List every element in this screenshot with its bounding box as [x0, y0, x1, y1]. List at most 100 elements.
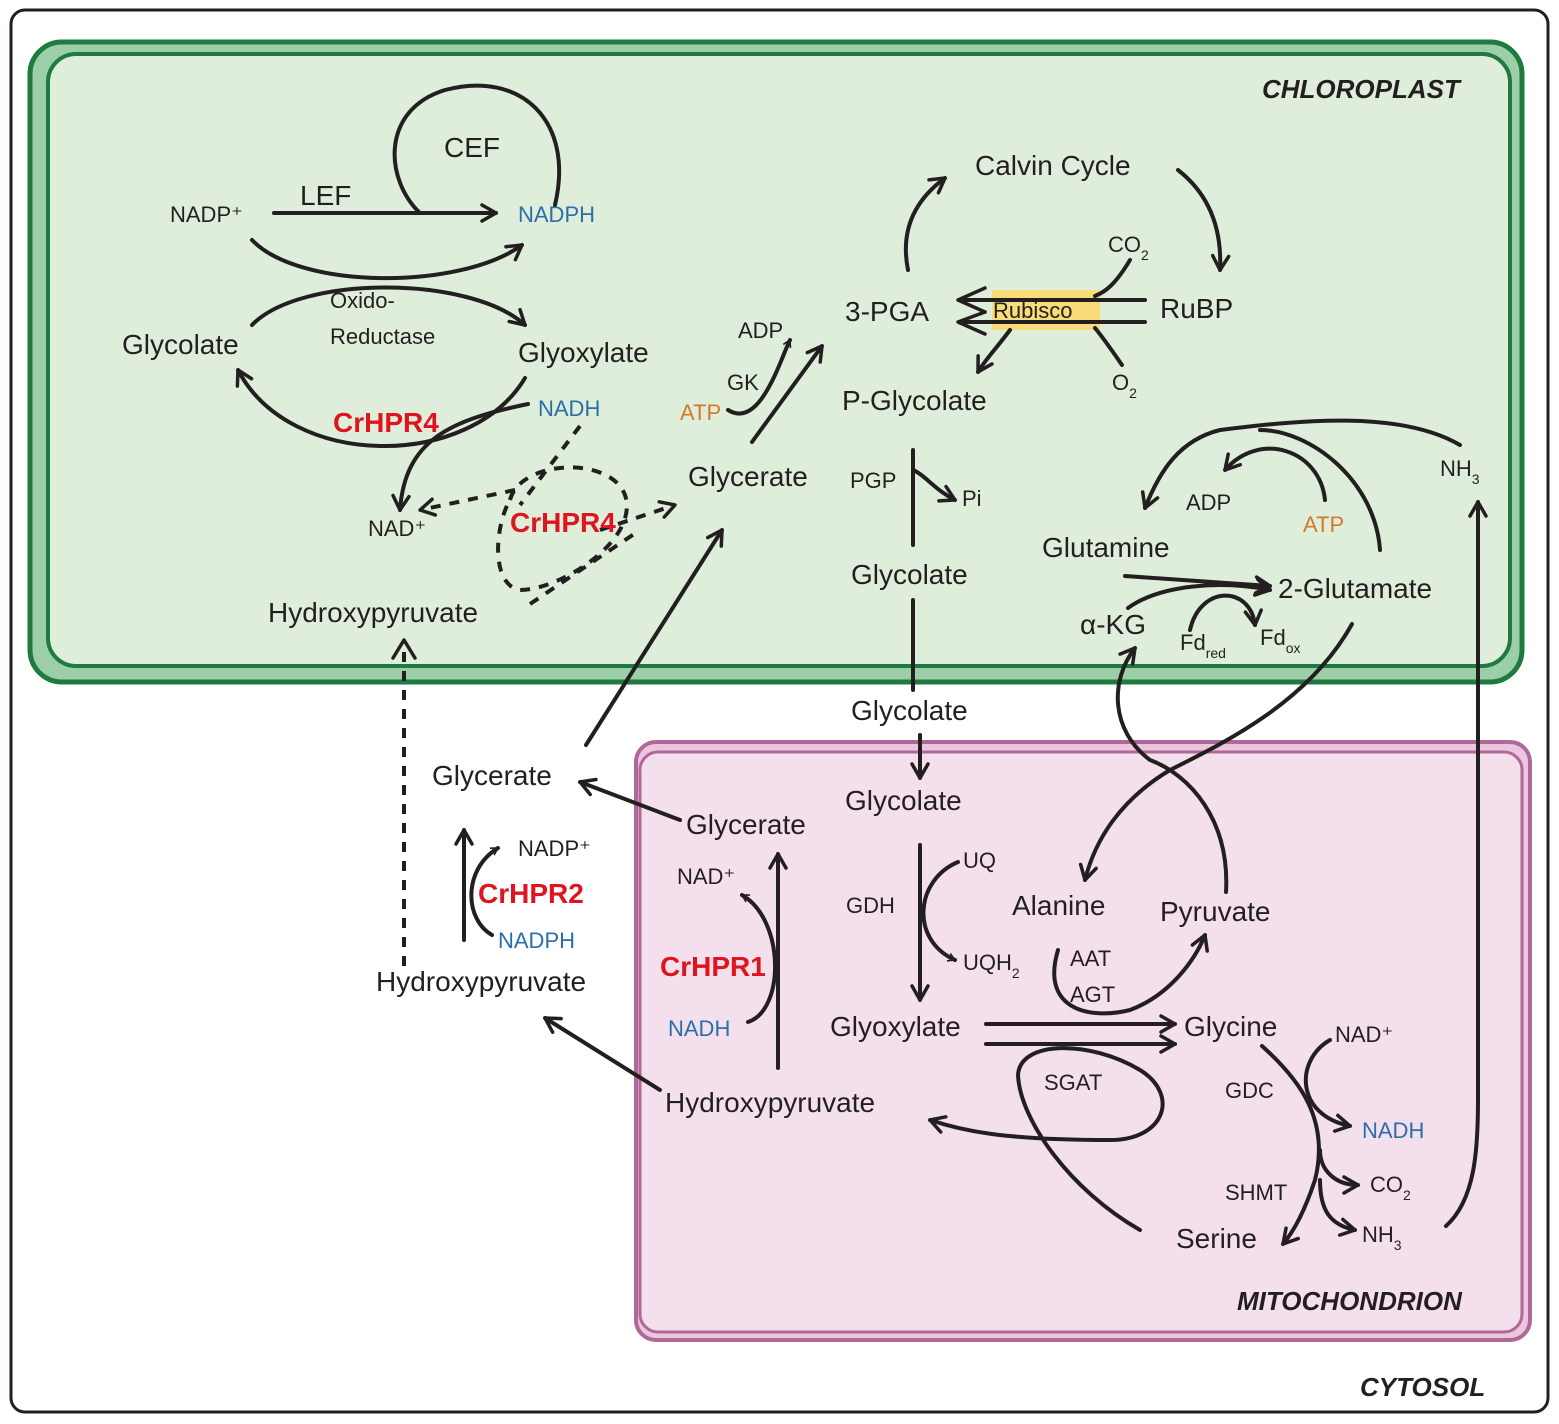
cytosol-label: CYTOSOL	[1360, 1372, 1485, 1402]
glycine-label: Glycine	[1184, 1011, 1277, 1042]
nh3-chloro: NH3	[1440, 456, 1480, 487]
crhpr4-dashed-loop	[496, 465, 629, 593]
chloroplast-label: CHLOROPLAST	[1262, 74, 1462, 104]
oxido-label-2: Reductase	[330, 324, 435, 349]
uqh2-label: UQH2	[963, 950, 1020, 981]
rubisco-to-pglycolate-arrow	[976, 328, 1012, 374]
hydroxypyruvate-export-arrow	[543, 1016, 662, 1092]
atp-chloro-2: ATP	[1303, 512, 1344, 537]
crhpr1-enzyme: CrHPR1	[660, 951, 766, 982]
nadh-dashed-line	[518, 424, 582, 507]
dashed-to-nad	[418, 488, 516, 517]
co2-chloro: CO2	[1108, 232, 1149, 263]
pga-label: 3-PGA	[845, 296, 929, 327]
adp-chloro: ADP	[738, 318, 783, 343]
pgp-to-pi-arc	[911, 468, 957, 503]
nadph-to-nadp-arc	[469, 846, 500, 937]
glycerate-chloro: Glycerate	[688, 461, 808, 492]
alanine-label: Alanine	[1012, 890, 1105, 921]
nh3-return-arrow	[1444, 500, 1488, 1228]
o2-arc	[1093, 326, 1124, 367]
to-nh3-arc	[1318, 1178, 1357, 1237]
sgat-loop	[928, 1046, 1165, 1232]
glycolate-to-glyoxylate-arc	[250, 285, 527, 327]
nad-chloro: NAD⁺	[368, 516, 426, 541]
alanine-to-pyruvate-arc	[1052, 933, 1209, 1016]
rubisco-label: Rubisco	[993, 298, 1072, 323]
nadp-to-nadph-arc	[250, 238, 524, 281]
lef-label: LEF	[300, 180, 351, 211]
akg-label: α-KG	[1080, 609, 1146, 640]
co2-arc	[1093, 258, 1132, 298]
calvin-to-rubp-arrow	[1176, 168, 1231, 272]
co2-mito: CO2	[1370, 1172, 1411, 1203]
glutamate-label: 2-Glutamate	[1278, 573, 1432, 604]
aat-label: AAT	[1070, 946, 1111, 971]
glycerate-import-arrow	[584, 528, 724, 747]
glycolate-chloro-2: Glycolate	[851, 559, 968, 590]
to-co2-arc	[1318, 1148, 1360, 1195]
crhpr4-enzyme-a: CrHPR4	[333, 407, 439, 438]
o2-chloro: O2	[1112, 370, 1137, 401]
hydroxypyruvate-dashed-line	[528, 528, 642, 606]
fd-red-label: Fdred	[1180, 630, 1226, 661]
glutamate-to-alanine-arc	[1078, 622, 1354, 882]
nadh-mito-2: NADH	[1362, 1118, 1424, 1143]
serine-label: Serine	[1176, 1223, 1257, 1254]
pga-to-calvin-arrow	[903, 176, 947, 272]
nadh-mito: NADH	[668, 1016, 730, 1041]
hydroxypyruvate-dashed-head	[391, 638, 417, 660]
atp-to-adp-arc-2	[1223, 446, 1327, 502]
nadph-cytosol: NADPH	[498, 928, 575, 953]
nad-mito-2: NAD⁺	[1335, 1022, 1393, 1047]
akg-to-glutamate-arc	[1126, 577, 1272, 610]
glycolate-mito: Glycolate	[845, 785, 962, 816]
rubp-to-pga-head-2	[956, 310, 987, 336]
nadh-chloro: NADH	[538, 396, 600, 421]
gk-label: GK	[727, 370, 759, 395]
pyruvate-to-akg-arc	[1115, 646, 1229, 894]
glycerate-cytosol: Glycerate	[432, 760, 552, 791]
glycolate-cytosol: Glycolate	[851, 695, 968, 726]
nad-mito: NAD⁺	[677, 864, 735, 889]
fd-red-to-ox-arc	[1188, 593, 1263, 632]
nadh-to-nad-arc	[391, 402, 530, 512]
glycerate-to-pga-arrow	[750, 344, 824, 444]
dashed-to-glycerate	[599, 500, 677, 532]
hydroxypyruvate-cytosol: Hydroxypyruvate	[376, 966, 586, 997]
calvin-cycle-label: Calvin Cycle	[975, 150, 1131, 181]
sgat-label: SGAT	[1044, 1070, 1102, 1095]
mitochondrion-label: MITOCHONDRION	[1237, 1286, 1463, 1316]
atp-chloro: ATP	[680, 400, 721, 425]
nadp-cytosol: NADP⁺	[518, 836, 591, 861]
nh3-mito: NH3	[1362, 1222, 1402, 1253]
gdh-label: GDH	[846, 893, 895, 918]
pglycolate-label: P-Glycolate	[842, 385, 987, 416]
pi-label: Pi	[962, 486, 982, 511]
glyoxylate-mito: Glyoxylate	[830, 1011, 961, 1042]
crhpr4-enzyme-b: CrHPR4	[510, 507, 616, 538]
oxido-label-1: Oxido-	[330, 288, 395, 313]
adp-chloro-2: ADP	[1186, 490, 1231, 515]
gdc-label: GDC	[1225, 1078, 1274, 1103]
agt-label: AGT	[1070, 982, 1115, 1007]
glutamine-label: Glutamine	[1042, 532, 1170, 563]
shmt-label: SHMT	[1225, 1180, 1287, 1205]
uq-to-uqh2-arc	[921, 860, 960, 962]
glycerate-mito: Glycerate	[686, 809, 806, 840]
rubp-to-pga-head	[956, 286, 987, 314]
atp-to-adp-arc	[726, 338, 792, 416]
nadh-to-nad-mito-arc	[740, 893, 777, 1024]
nadp-chloro: NADP⁺	[170, 202, 243, 227]
pgp-label: PGP	[850, 468, 896, 493]
nadph-chloro: NADPH	[518, 202, 595, 227]
hydroxypyruvate-chloro: Hydroxypyruvate	[268, 597, 478, 628]
nh3-to-glutamine-arc	[1140, 418, 1462, 510]
glyoxylate-chloro: Glyoxylate	[518, 337, 649, 368]
nad-to-nadh-arc	[1303, 1038, 1352, 1133]
glycine-to-serine-arc	[1260, 1044, 1321, 1246]
rubp-label: RuBP	[1160, 293, 1233, 324]
uq-label: UQ	[963, 848, 996, 873]
glycerate-export-arrow	[578, 777, 682, 822]
